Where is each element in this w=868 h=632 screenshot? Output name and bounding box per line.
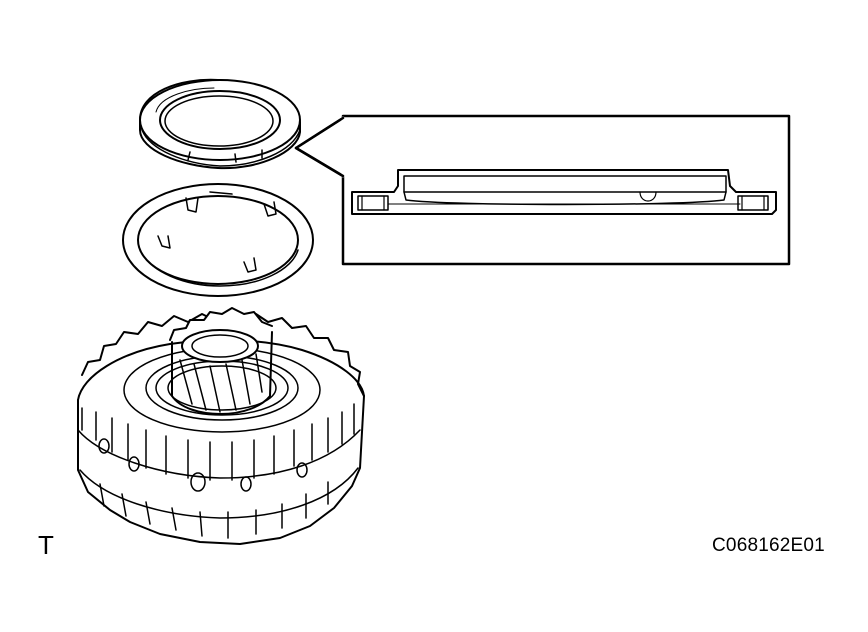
thrust-washer — [122, 183, 314, 297]
figure-code: C068162E01 — [712, 535, 825, 556]
corner-letter: T — [38, 530, 54, 560]
thrust-bearing-race — [139, 78, 301, 170]
gear-assembly — [77, 307, 365, 545]
cross-section-detail — [294, 114, 791, 266]
